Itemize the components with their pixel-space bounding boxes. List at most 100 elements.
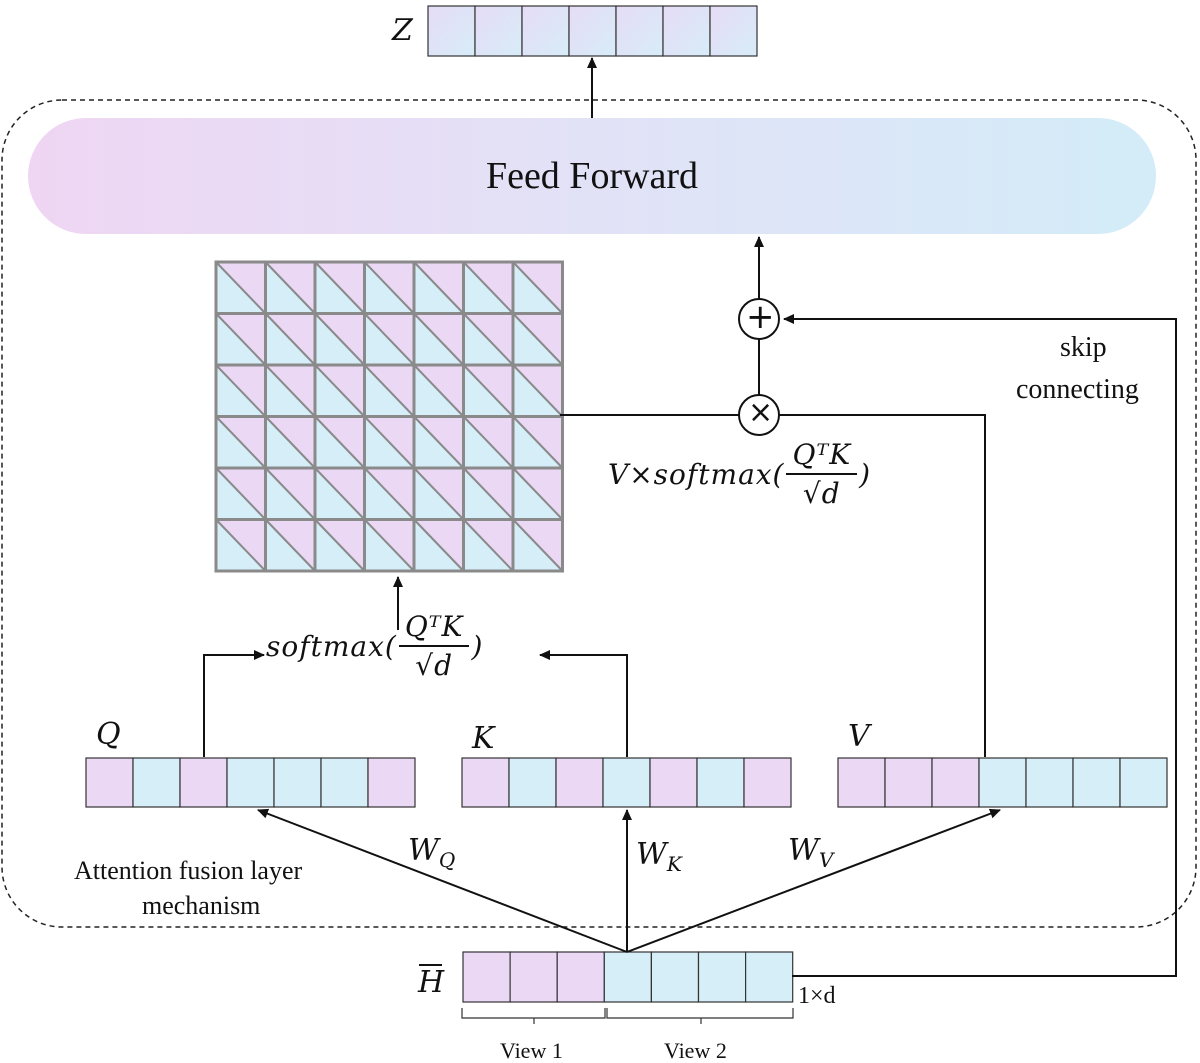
dimension-label: 1×d [798,983,836,1009]
softmax-prefix: softmax( [266,629,397,663]
view1-label: View 1 [500,1038,563,1063]
attention-cell [264,415,317,470]
view1-brace [461,1008,606,1024]
softmax-numerator: QᵀK [398,610,470,647]
h-vector-cell [462,951,511,1003]
k-vector-cell [461,757,510,808]
times-operator [738,394,780,436]
q-vector-cell [132,757,181,808]
attention-cell [412,518,465,573]
z-label: Z [392,13,413,48]
attention-cell [313,260,366,315]
k-label: K [472,721,495,756]
q-vector-cell [85,757,134,808]
v-label: V [848,719,870,754]
attention-cell [462,363,515,418]
q-vector [85,757,416,808]
plus-operator [738,298,780,340]
skip-label-line2: connecting [1016,374,1139,405]
v-softmax-denominator: √d [802,477,841,510]
attention-cell [313,312,366,367]
z-vector-cell [709,5,758,57]
attention-cell [412,312,465,367]
attention-label-line2: mechanism [142,891,261,920]
q-vector-cell [320,757,369,808]
attention-cell [412,466,465,521]
skip-label-line1: skip [1060,332,1107,363]
attention-matrix [214,260,564,573]
h-vector-cell [697,951,747,1003]
attention-cell [214,518,267,573]
attention-cell [412,260,465,315]
feed-forward-label: Feed Forward [485,155,699,197]
attention-cell [363,466,416,521]
attention-cell [264,312,317,367]
q-vector-cell [179,757,228,808]
q-vector-cell [273,757,322,808]
view2-brace [606,1008,794,1024]
times-symbol: × [748,395,774,430]
attention-cell [214,466,267,521]
feed-forward-block: Feed Forward [28,118,1156,234]
q-label: Q [96,717,121,752]
arrow-h-to-v [626,808,1001,953]
arrow-h-to-q [257,808,628,953]
attention-cell [363,415,416,470]
attention-cell [511,260,564,315]
attention-cell [462,312,515,367]
wq-label: WQ [408,833,456,872]
k-vector-cell [555,757,604,808]
z-vector [427,5,758,57]
attention-cell [363,312,416,367]
k-vector-cell [508,757,557,808]
attention-cell [313,363,366,418]
h-vector [462,951,794,1003]
attention-cell [462,466,515,521]
attention-cell [264,260,317,315]
attention-cell [313,518,366,573]
attention-label-line1: Attention fusion layer [74,856,303,885]
line-v-to-times [778,414,986,757]
attention-cell [511,312,564,367]
attention-cell [462,518,515,573]
softmax-denominator: √d [415,649,454,682]
attention-cell [511,466,564,521]
attention-cell [264,518,317,573]
h-vector-cell [744,951,794,1003]
v-vector-cell [931,757,980,808]
wv-label: WV [788,833,834,872]
k-vector-cell [696,757,745,808]
attention-cell [214,363,267,418]
v-vector-cell [884,757,933,808]
z-vector-cell [521,5,570,57]
wk-label: WK [636,837,682,876]
v-vector-cell [1025,757,1074,808]
view2-label: View 2 [664,1038,727,1063]
attention-cell [214,312,267,367]
attention-cell [462,260,515,315]
attention-cell [363,260,416,315]
k-vector [461,757,792,808]
attention-cell [313,415,366,470]
z-vector-cell [615,5,664,57]
attention-layer-frame [1,99,1197,928]
k-vector-cell [602,757,651,808]
skip-connection-line [783,314,1177,977]
attention-cell [363,518,416,573]
plus-symbol: + [746,297,775,337]
softmax-fraction: QᵀK √d [398,610,470,682]
attention-cell [462,415,515,470]
v-vector-cell [978,757,1027,808]
h-label: H [418,965,445,1000]
h-vector-cell [603,951,652,1003]
attention-cell [511,363,564,418]
attention-cell [264,466,317,521]
attention-cell [214,260,267,315]
z-vector-cell [568,5,617,57]
arrow-q-to-softmax [203,650,265,757]
v-softmax-formula: V×softmax( QᵀK √d ) [608,438,871,510]
z-vector-cell [427,5,476,57]
k-vector-cell [743,757,792,808]
attention-cell [511,518,564,573]
v-vector-cell [1072,757,1121,808]
